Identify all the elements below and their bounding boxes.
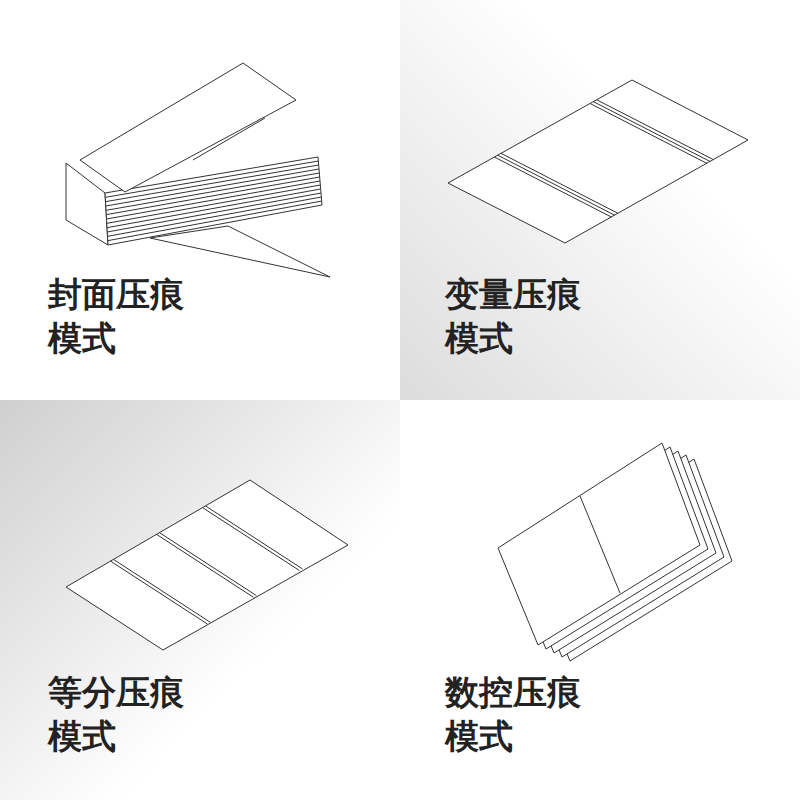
stroke [107,189,321,228]
stroke [108,201,322,241]
stroke [107,185,321,223]
stroke [501,153,618,213]
variable-crease-sheet [448,80,748,243]
stroke [108,197,322,236]
stroke [205,506,302,569]
stroke [107,193,321,232]
stroke [113,559,210,622]
mode-label: 封面压痕 模式 [48,272,208,360]
sheet [498,443,700,645]
stroke [494,157,611,217]
stroke [107,181,321,219]
equal-crease-sheet [66,480,348,650]
mode-label: 数控压痕 模式 [445,670,605,758]
stroke [590,103,707,163]
stroke [111,561,208,624]
stroke [159,533,256,596]
mode-label: 等分压痕 模式 [48,670,208,758]
mode-label: 变量压痕 模式 [445,272,605,360]
stroke [580,496,620,593]
stroke [157,534,254,597]
stroke [203,508,300,571]
cnc-crease-stack [498,443,732,661]
stroke [597,100,714,160]
cover-crease-stack [66,63,330,277]
stroke [498,155,615,215]
stroke [593,102,710,162]
